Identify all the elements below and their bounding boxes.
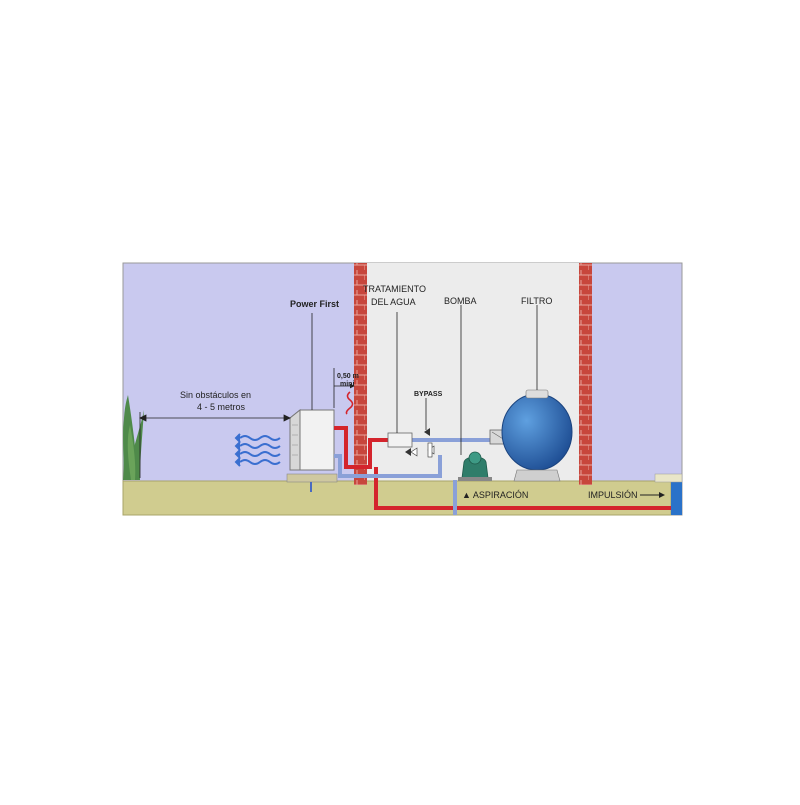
hot-pipe-outlet: [334, 426, 388, 469]
bypass-valves: [405, 428, 435, 458]
treatment-label-line1: TRATAMIENTO: [363, 284, 426, 294]
pump-unit: [458, 451, 492, 481]
brick-wall-right: [579, 263, 592, 485]
leader-lines: [311, 305, 538, 455]
suction-label: ▲ ASPIRACIÓN: [462, 490, 528, 500]
power-first-label: Power First: [290, 299, 339, 309]
heat-exhaust-icon: [345, 391, 354, 415]
obstacles-label-line2: 4 - 5 metros: [197, 402, 246, 412]
hot-pipe-underground: [374, 490, 671, 510]
pump-label: BOMBA: [444, 296, 477, 306]
brick-wall-left: [354, 263, 367, 485]
clearance-label-line2: mini: [340, 381, 354, 388]
pool-coping: [654, 473, 683, 483]
water-treatment-unit: [387, 432, 413, 448]
discharge-label: IMPULSIÓN: [588, 490, 638, 500]
heat-pump-unit: [289, 408, 335, 471]
pool-edge: [671, 478, 682, 515]
cold-pipe-inlet: [334, 454, 442, 478]
obstacles-label-line1: Sin obstáculos en: [180, 390, 251, 400]
air-flow-icon: [234, 433, 281, 467]
bypass-label: BYPASS: [414, 391, 443, 398]
filter-label: FILTRO: [521, 296, 552, 306]
obstacle-dimension: [139, 412, 291, 478]
clearance-dimension: [333, 368, 355, 408]
heat-pump-base: [286, 473, 338, 483]
clearance-label-line1: 0,50 m: [337, 373, 359, 380]
filter-tank: [501, 389, 573, 482]
treatment-label-line2: DEL AGUA: [371, 297, 416, 307]
